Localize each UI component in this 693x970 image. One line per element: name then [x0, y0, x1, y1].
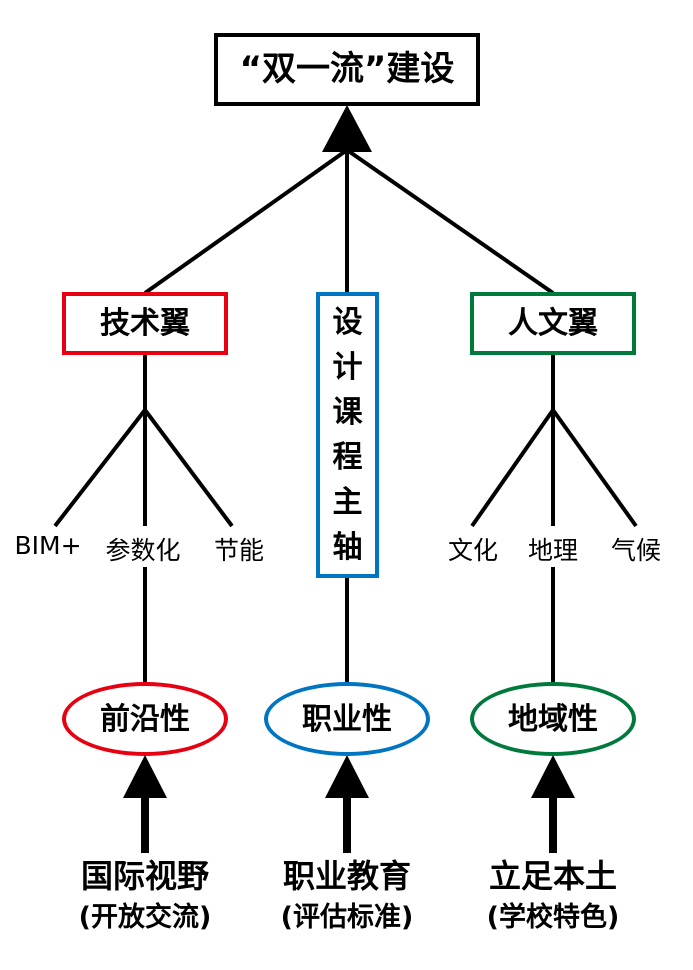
connector-line [551, 408, 638, 528]
left-wing-label: 技术翼 [100, 306, 190, 341]
arrow-up-icon [531, 755, 575, 798]
root-box: “双一流”建设 [214, 33, 480, 106]
left-base-arrow [123, 755, 167, 853]
center-base-sub: (评估标准) [247, 900, 447, 936]
frontier-label: 前沿性 [100, 701, 190, 737]
right-base-sub-text: (学校特色) [486, 902, 620, 934]
connector-line [345, 148, 555, 295]
vocational-ellipse: 职业性 [264, 682, 430, 756]
center-base-main-text: 职业教育 [282, 857, 411, 896]
leaf-label-geography: 地理 [522, 531, 584, 567]
connector-line [143, 408, 234, 528]
right-wing-label: 人文翼 [508, 306, 598, 341]
regional-label: 地域性 [508, 701, 598, 737]
center-axis-label: 设计课程主轴 [332, 305, 363, 565]
connector-line [470, 408, 555, 528]
frontier-ellipse: 前沿性 [62, 682, 228, 756]
left-wing-box: 技术翼 [62, 292, 228, 355]
center-axis-box: 设计课程主轴 [316, 292, 379, 578]
root-branch-connectors [143, 148, 555, 295]
right-base-arrow [531, 755, 575, 853]
leaf-label-bim: BIM+ [8, 531, 88, 560]
right-wing-box: 人文翼 [470, 292, 636, 355]
right-base-sub: (学校特色) [453, 900, 653, 936]
arrow-up-icon [123, 755, 167, 798]
leaf-label-energy: 节能 [208, 531, 270, 567]
left-base-main: 国际视野 [45, 858, 245, 896]
arrow-up-icon [322, 105, 372, 152]
center-base-arrow [325, 755, 369, 853]
connector-line [53, 408, 147, 528]
right-base-main-text: 立足本土 [488, 857, 617, 896]
center-base-main: 职业教育 [247, 858, 447, 896]
regional-ellipse: 地域性 [470, 682, 636, 756]
left-base-main-text: 国际视野 [80, 857, 209, 896]
right-base-main: 立足本土 [453, 858, 653, 896]
right-branch-connectors [470, 355, 638, 684]
arrow-up-icon [325, 755, 369, 798]
left-base-sub: (开放交流) [45, 900, 245, 936]
left-branch-connectors [53, 355, 234, 684]
root-title: “双一流”建设 [239, 48, 455, 89]
leaf-label-climate: 气候 [605, 531, 667, 567]
center-base-sub-text: (评估标准) [280, 902, 414, 934]
leaf-label-parametric: 参数化 [98, 531, 188, 567]
left-base-sub-text: (开放交流) [78, 902, 212, 934]
vocational-label: 职业性 [302, 701, 392, 737]
leaf-label-culture: 文化 [442, 531, 504, 567]
connector-line [143, 148, 349, 295]
